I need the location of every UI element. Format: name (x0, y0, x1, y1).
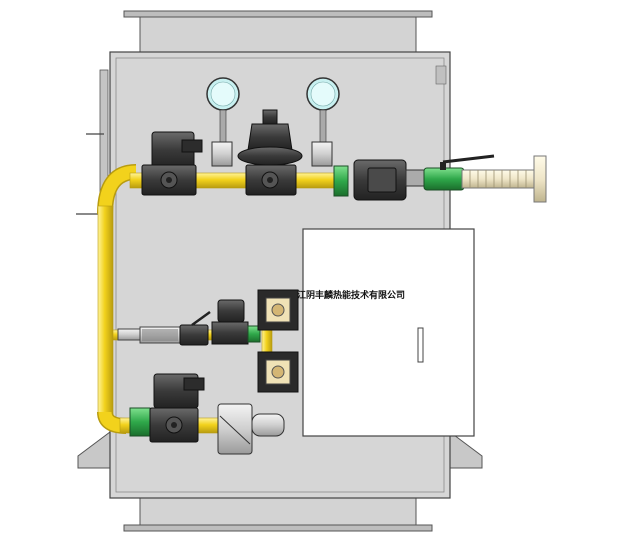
pressure-switch (211, 299, 261, 345)
inlet-ball-valve (423, 154, 495, 191)
solenoid-block-upper (257, 289, 299, 331)
pressure-gauge-left (206, 77, 240, 167)
solenoid-valve-top (141, 131, 203, 196)
pipe-coupling (333, 165, 349, 197)
pressure-regulator (237, 109, 303, 196)
top-roof (123, 10, 433, 53)
bottom-base (123, 496, 433, 532)
vent-ball-valve (139, 310, 211, 346)
inlet-bellows (461, 155, 547, 203)
solenoid-block-lower (257, 351, 299, 393)
pressure-gauge-right (306, 77, 340, 167)
solenoid-valve-bottom (129, 373, 205, 443)
control-box: 江阴丰麟热能技术有限公司 (297, 228, 475, 437)
filter (353, 159, 427, 201)
flow-meter (217, 403, 285, 455)
vent-outlet (117, 328, 141, 341)
company-label: 江阴丰麟热能技术有限公司 (297, 289, 405, 301)
